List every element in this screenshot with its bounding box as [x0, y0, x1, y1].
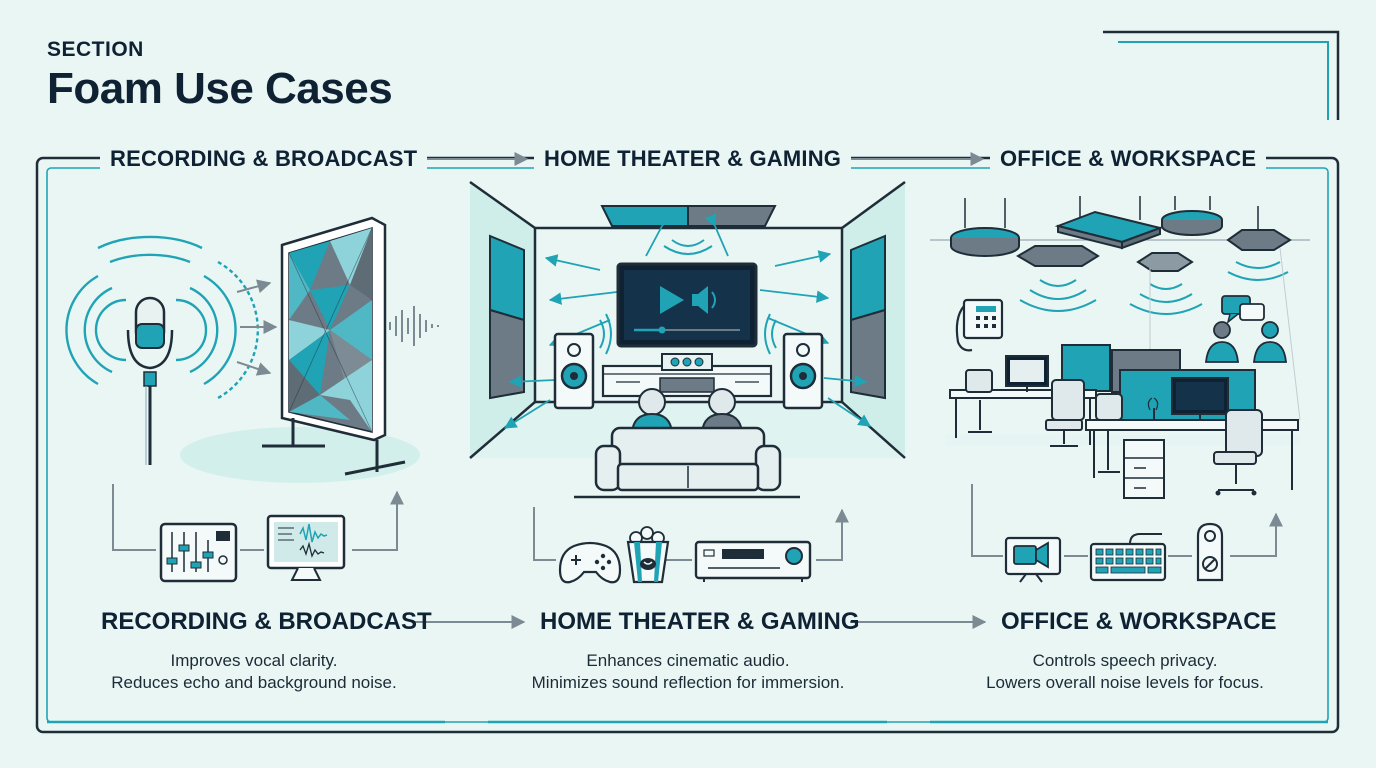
home-theater-scene: [469, 180, 906, 584]
case-description-office: Controls speech privacy. Lowers overall …: [915, 650, 1335, 694]
case-title-recording: RECORDING & BROADCAST: [101, 608, 432, 635]
wall-panel-right-icon: [850, 234, 886, 400]
waveform-icon: [389, 306, 439, 346]
audio-mixer-icon: [159, 522, 238, 583]
sofa-icon: [574, 426, 800, 499]
description-line: Controls speech privacy.: [1032, 651, 1218, 670]
case-description-home-theater: Enhances cinematic audio. Minimizes soun…: [478, 650, 898, 694]
description-line: Reduces echo and background noise.: [111, 673, 397, 692]
case-title-home-theater: HOME THEATER & GAMING: [540, 608, 860, 635]
tv-screen-icon: [616, 262, 758, 348]
sound-waves-icon: [65, 235, 259, 400]
case-title-office: OFFICE & WORKSPACE: [1001, 608, 1277, 635]
column-heading-recording: RECORDING & BROADCAST: [100, 146, 428, 172]
description-line: Improves vocal clarity.: [170, 651, 338, 670]
microphone-icon: [126, 296, 174, 465]
corner-accent: [1103, 30, 1340, 120]
audio-editing-monitor-icon: [266, 514, 346, 581]
description-line: Lowers overall noise levels for focus.: [986, 673, 1264, 692]
office-scene: [930, 196, 1310, 583]
keyboard-icon: [1089, 533, 1167, 582]
people-talking-icon: [1205, 321, 1287, 363]
column-heading-home-theater: HOME THEATER & GAMING: [534, 146, 852, 172]
recording-scene: [65, 216, 439, 583]
description-line: Enhances cinematic audio.: [586, 651, 790, 670]
column-heading-office: OFFICE & WORKSPACE: [990, 146, 1267, 172]
page-title: Foam Use Cases: [47, 64, 393, 113]
heading-flow-arrows: [414, 152, 987, 629]
av-receiver-icon: [694, 540, 812, 582]
game-controller-icon: [558, 541, 622, 584]
section-label: SECTION: [47, 38, 144, 61]
workstation-icon: [945, 344, 1300, 499]
acoustic-panel-icon: [262, 216, 406, 476]
ceiling-baffle-icon: [950, 196, 1292, 272]
case-description-recording: Improves vocal clarity. Reduces echo and…: [44, 650, 464, 694]
wall-panel-left-icon: [489, 234, 525, 400]
media-console-icon: [601, 353, 773, 398]
ceiling-cloud-icon: [600, 205, 777, 255]
video-camera-icon: [1004, 536, 1062, 583]
do-not-disturb-sign-icon: [1196, 522, 1224, 582]
chat-bubbles-icon: [1221, 295, 1265, 324]
popcorn-icon: [626, 526, 670, 584]
desk-phone-icon: [955, 298, 1004, 352]
speaker-left-icon: [553, 313, 612, 410]
speaker-right-icon: [764, 313, 824, 410]
description-line: Minimizes sound reflection for immersion…: [531, 673, 845, 692]
